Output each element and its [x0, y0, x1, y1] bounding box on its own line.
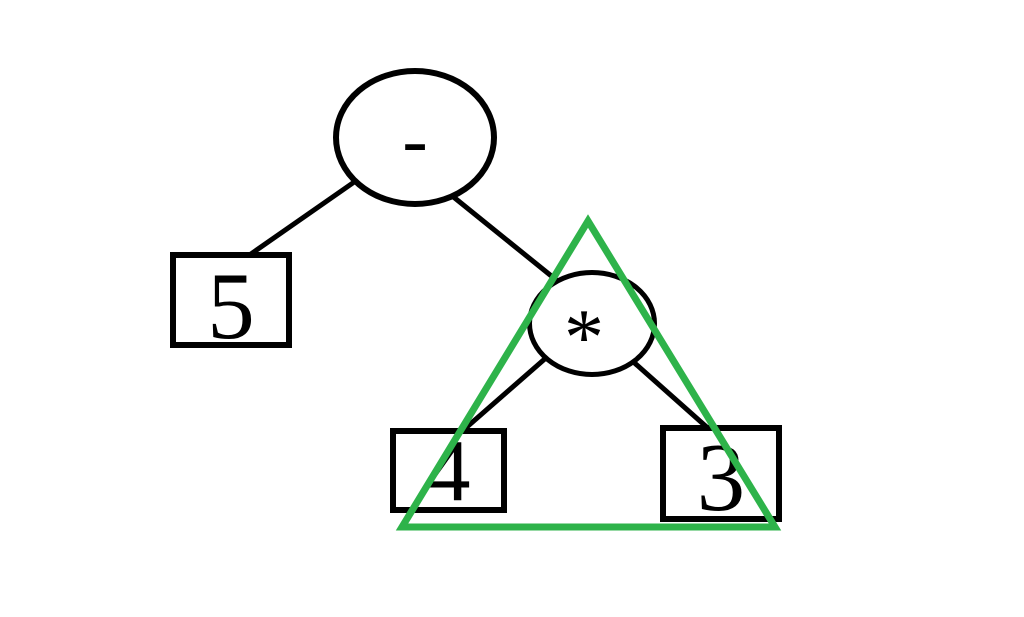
edge-minus-five [245, 168, 373, 259]
edge-times-four [457, 347, 558, 436]
five-node-box [170, 252, 292, 348]
minus-node-ellipse [333, 68, 497, 207]
subtree-highlight-triangle [395, 214, 782, 531]
